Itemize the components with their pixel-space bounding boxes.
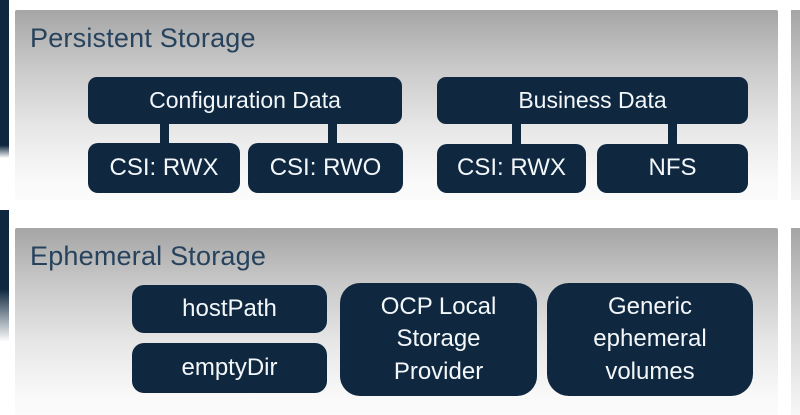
connector-business-to-nfs [668, 120, 677, 148]
nfs-box: NFS [597, 144, 748, 193]
ephemeral-storage-panel: Ephemeral Storage hostPath emptyDir OCP … [15, 228, 778, 415]
hostpath-box: hostPath [132, 285, 327, 333]
csi-rwo-box: CSI: RWO [248, 143, 403, 193]
ephemeral-storage-title: Ephemeral Storage [30, 241, 267, 271]
business-data-box: Business Data [437, 77, 748, 124]
cropped-left-edge-element-middle [0, 210, 9, 342]
emptydir-box: emptyDir [132, 343, 327, 393]
persistent-storage-title: Persistent Storage [30, 23, 256, 53]
cropped-right-edge-panel-bottom [791, 228, 800, 415]
connector-configuration-to-csi-rwo [328, 120, 337, 148]
csi-rwx-box-configuration: CSI: RWX [88, 143, 240, 193]
configuration-data-box: Configuration Data [88, 77, 402, 124]
connector-business-to-csi-rwx [512, 120, 521, 148]
csi-rwx-box-business: CSI: RWX [437, 144, 586, 193]
cropped-left-edge-element-top [0, 0, 9, 158]
persistent-storage-panel: Persistent Storage Configuration Data Bu… [15, 10, 778, 200]
ocp-local-storage-provider-box: OCP Local Storage Provider [340, 283, 537, 396]
cropped-right-edge-panel-top [791, 10, 800, 200]
generic-ephemeral-volumes-box: Generic ephemeral volumes [547, 283, 753, 396]
connector-configuration-to-csi-rwx [160, 120, 169, 148]
